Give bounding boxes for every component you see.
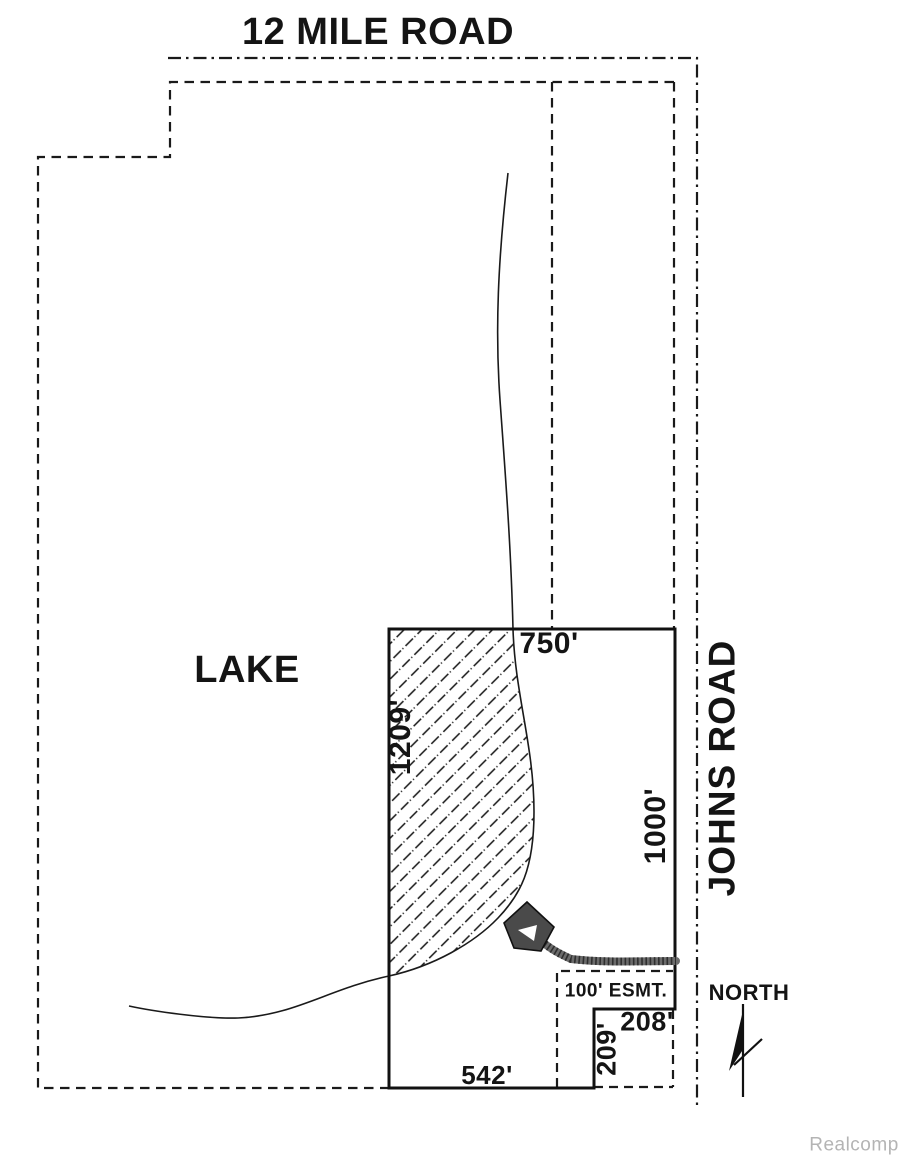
- structure: [503, 900, 555, 952]
- easement-boundary-dashed: [555, 969, 673, 1087]
- lake-label: LAKE: [194, 649, 300, 691]
- wetland-hatch-area: [389, 629, 534, 975]
- watermark-realcomp: Realcomp: [809, 1134, 899, 1156]
- road-centerline: [168, 56, 699, 1110]
- road-label-johns: JOHNS ROAD: [701, 639, 743, 897]
- north-arrow: [729, 1004, 763, 1097]
- parcel-outline: [387, 627, 677, 1090]
- dimension-north-750: 750': [519, 627, 579, 660]
- road-label-12-mile: 12 MILE ROAD: [241, 11, 515, 53]
- outer-boundary-dashed: [36, 80, 674, 1090]
- notch-boundary-dashed: [594, 1010, 675, 1089]
- lake-shoreline: [128, 172, 535, 1019]
- dimension-notch-208: 208': [620, 1006, 674, 1037]
- dimension-east-1000: 1000': [639, 787, 672, 865]
- dimension-west-1209: 1209': [384, 698, 417, 776]
- north-label: NORTH: [708, 980, 790, 1005]
- dimension-notch-209: 209': [591, 1022, 622, 1076]
- easement-label: 100' ESMT.: [564, 980, 668, 1002]
- structure-notch: [518, 925, 537, 941]
- driveway-texture: [532, 932, 677, 966]
- dimension-south-542: 542': [461, 1060, 513, 1090]
